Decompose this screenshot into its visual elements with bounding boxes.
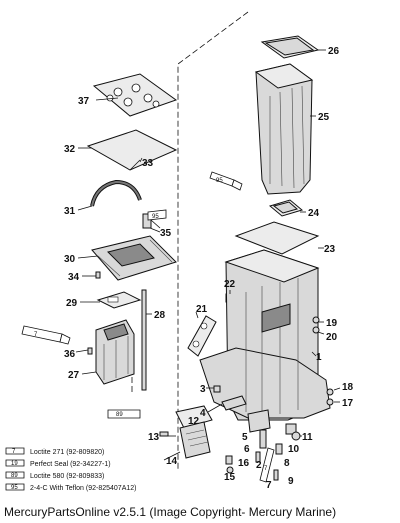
callout-19: 19 <box>326 318 338 329</box>
part-30-adapter-plate <box>91 235 177 281</box>
callout-37: 37 <box>78 96 90 107</box>
part-21-bracket <box>187 315 217 357</box>
callout-17: 17 <box>342 398 354 409</box>
callout-30: 30 <box>64 254 76 265</box>
legend-code: 95 <box>11 485 18 491</box>
part-3-screw <box>213 385 221 393</box>
callout-11: 11 <box>302 432 313 443</box>
part-31-seal <box>90 179 142 207</box>
callout-13: 13 <box>148 432 160 443</box>
callout-33: 33 <box>142 158 154 169</box>
part-32-gasket <box>86 129 178 171</box>
alignment-line <box>177 11 249 470</box>
sealant-legend: 7 Loctite 271 (92-809820) 19 Perfect Sea… <box>5 447 136 492</box>
tube-7a: 7 <box>21 325 71 345</box>
callout-18: 18 <box>342 382 354 393</box>
legend-text: Perfect Seal (92-34227-1) <box>30 461 111 468</box>
tube-label: 89 <box>116 412 123 418</box>
part-2-screw <box>255 451 261 463</box>
tube-95b: 95 <box>147 209 167 221</box>
legend-text: Loctite 271 (92-809820) <box>30 449 104 456</box>
callout-4: 4 <box>200 408 206 419</box>
callout-36: 36 <box>64 349 76 360</box>
tube-label: 95 <box>152 214 159 220</box>
callout-10: 10 <box>288 444 300 455</box>
part-5-switch <box>247 409 271 433</box>
legend-row: 89 Loctite 580 (92-809833) <box>5 471 104 480</box>
legend-text: Loctite 580 (92-809833) <box>30 473 104 480</box>
part-8-stud <box>275 443 283 455</box>
callout-7: 7 <box>266 480 272 491</box>
callout-24: 24 <box>308 208 320 219</box>
callout-16: 16 <box>238 458 250 469</box>
legend-row: 95 2-4-C With Teflon (92-825407A12) <box>5 483 136 492</box>
part-1-driveshaft-housing <box>199 249 331 421</box>
legend-row: 19 Perfect Seal (92-34227-1) <box>5 459 111 468</box>
part-35-fitting <box>142 213 161 229</box>
callouts: 26 25 37 32 33 31 24 35 30 23 34 22 29 2… <box>64 46 354 491</box>
tube-label: 7 <box>34 332 38 338</box>
callout-34: 34 <box>68 272 80 283</box>
part-4-sensor <box>221 395 247 411</box>
callout-26: 26 <box>328 46 340 57</box>
part-37-adapter-plate <box>92 73 178 117</box>
part-27-housing <box>95 319 135 385</box>
callout-23: 23 <box>324 244 336 255</box>
tube-label: 7 <box>264 466 268 472</box>
part-28-shaft <box>141 289 147 391</box>
callout-6: 6 <box>244 444 250 455</box>
legend-code: 89 <box>11 473 18 479</box>
part-19-20-fasteners <box>312 316 320 334</box>
callout-32: 32 <box>64 144 76 155</box>
part-26-gasket <box>260 35 320 59</box>
leader-lines <box>75 49 341 461</box>
legend-row: 7 Loctite 271 (92-809820) <box>5 447 104 456</box>
callout-15: 15 <box>224 472 236 483</box>
callout-8: 8 <box>284 458 290 469</box>
part-34-pin <box>95 271 101 279</box>
callout-35: 35 <box>160 228 172 239</box>
part-6-tube <box>259 429 267 449</box>
tube-89: 89 <box>107 409 141 419</box>
part-18-17-fasteners <box>326 388 334 406</box>
callout-12: 12 <box>188 416 200 427</box>
legend-code: 7 <box>12 449 16 455</box>
part-29-plate <box>96 291 142 309</box>
part-15-washer <box>226 466 234 474</box>
legend-text: 2-4-C With Teflon (92-825407A12) <box>30 485 136 492</box>
part-11-nut <box>291 431 301 441</box>
part-23-gasket <box>234 221 320 255</box>
part-14-block <box>179 421 211 459</box>
tube-label: 95 <box>216 178 223 184</box>
part-10-fitting <box>285 423 297 435</box>
callout-5: 5 <box>242 432 248 443</box>
part-13-screw <box>159 431 169 437</box>
tube-7b: 7 <box>259 447 275 483</box>
part-25-exhaust-tube <box>254 63 314 195</box>
callout-9: 9 <box>288 476 294 487</box>
callout-2: 2 <box>256 460 262 471</box>
callout-20: 20 <box>326 332 338 343</box>
callout-1: 1 <box>316 352 322 363</box>
part-16-bolt <box>225 455 233 465</box>
callout-28: 28 <box>154 310 166 321</box>
legend-code: 19 <box>11 461 18 467</box>
callout-21: 21 <box>196 304 208 315</box>
callout-25: 25 <box>318 112 330 123</box>
callout-27: 27 <box>68 370 80 381</box>
copyright-footer: MercuryPartsOnline v2.5.1 (Image Copyrig… <box>4 505 337 519</box>
callout-22: 22 <box>224 279 236 290</box>
part-24-plate <box>268 199 304 217</box>
callout-3: 3 <box>200 384 206 395</box>
callout-29: 29 <box>66 298 78 309</box>
part-36-screw <box>87 347 93 355</box>
callout-31: 31 <box>64 206 76 217</box>
callout-14: 14 <box>166 456 178 467</box>
tube-95a: 95 <box>209 171 243 191</box>
part-9-bolt <box>273 469 279 481</box>
